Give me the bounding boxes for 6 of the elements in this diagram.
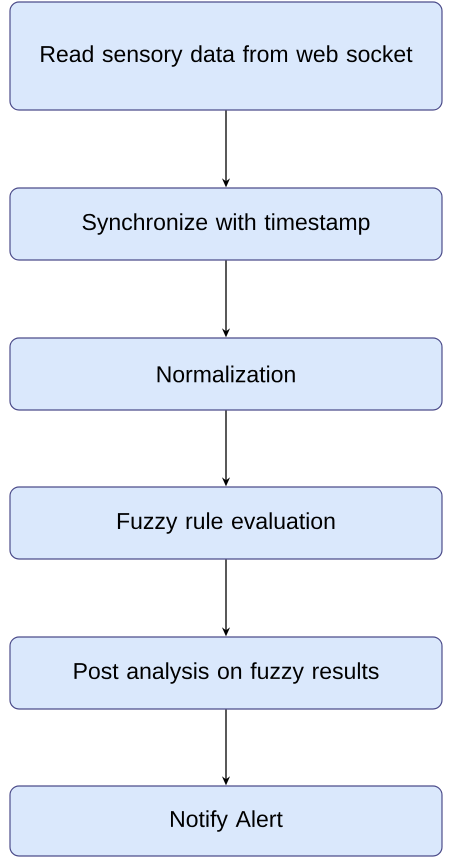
process-box: Read sensory data from web socket bbox=[9, 1, 443, 111]
process-box: Post analysis on fuzzy results bbox=[9, 636, 443, 710]
process-box: Normalization bbox=[9, 337, 443, 411]
process-box: Fuzzy rule evaluation bbox=[9, 486, 443, 560]
process-box: Synchronize with timestamp bbox=[9, 187, 443, 261]
process-box: Notify Alert bbox=[9, 785, 443, 857]
